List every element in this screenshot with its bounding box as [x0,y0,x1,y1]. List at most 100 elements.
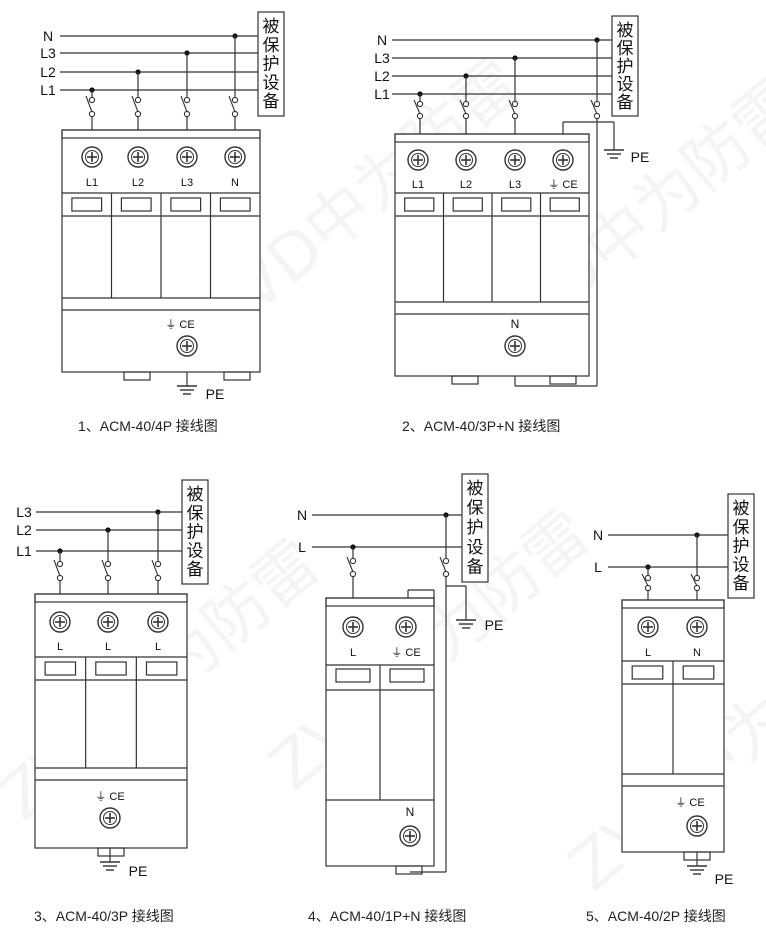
pe-label: PE [631,149,650,165]
terminal-screw-ring [508,153,522,167]
protected-equipment-label: 设 [733,555,750,574]
status-window [44,661,77,676]
earth-ce-mark: ⏚ CE [165,318,194,331]
terminal-screw-ring [228,150,242,164]
breaker-contact [462,112,470,120]
status-window [145,661,178,676]
breaker-blade [459,99,467,115]
breaker-contact [593,100,601,108]
terminal-screw-ring [690,819,704,833]
terminal-screw-ring [403,829,417,843]
earth-ce-mark: ⏚ CE [95,790,124,803]
terminal-screw-ring [556,153,570,167]
breaker-blade [101,559,109,577]
line-label: L2 [374,68,390,84]
status-window [219,197,251,212]
protected-equipment-label: 护 [733,537,750,556]
protected-equipment-label: 保 [467,499,484,518]
din-clip [395,865,423,875]
breaker-contact [134,110,142,118]
terminal-screw-ring [53,615,67,629]
status-window [631,665,664,680]
breaker-contact [88,110,96,118]
line-label: L3 [40,45,56,61]
terminal-label: L2 [132,177,144,189]
line-label: N [297,507,307,523]
line-label: L1 [374,86,390,102]
terminal-screw-ring [103,811,117,825]
status-window [549,197,580,212]
protected-equipment-label: 护 [263,55,280,74]
status-window [501,197,532,212]
status-window [95,661,127,676]
protected-equipment-label: 被 [467,479,484,498]
breaker-contact [693,584,701,592]
terminal-label: L2 [460,179,472,191]
breaker-contact [154,560,162,568]
spd-top-cap [61,129,261,139]
terminal-label: ⏚ CE [391,646,420,659]
protected-equipment-label: 保 [733,518,750,537]
protected-equipment-label: 设 [617,75,634,94]
protected-equipment-label: 备 [263,92,280,111]
terminal-screw-ring [508,339,522,353]
protected-equipment-label: 护 [617,57,634,76]
breaker-contact [56,560,64,568]
caption-3: 3、ACM-40/3P 接线图 [34,908,174,924]
spd-top-cap [325,597,435,607]
protected-equipment-label: 备 [467,557,484,576]
protected-equipment-label: 护 [187,523,204,542]
breaker-contact [462,100,470,108]
caption-1: 1、ACM-40/4P 接线图 [78,418,218,434]
breaker-blade [439,556,447,573]
terminal-screw-ring [459,153,473,167]
spd-top-cap [34,593,188,603]
breaker-blade [131,95,139,113]
breaker-blade [85,95,93,113]
breaker-blade [180,95,188,113]
breaker-contact [442,557,450,565]
din-clip [223,371,251,381]
terminal-label: L3 [181,177,193,189]
breaker-blade [641,573,649,587]
protected-equipment-label: 备 [733,574,750,593]
breaker-blade [508,99,516,115]
pe-label: PE [485,617,504,633]
terminal-label: L [350,647,356,659]
breaker-contact [104,574,112,582]
spd-top-cap [394,133,590,143]
line-label: N [593,527,603,543]
line-label: N [43,28,53,44]
status-window [404,197,435,212]
line-label: L3 [374,50,390,66]
breaker-contact [183,96,191,104]
line-label: N [377,32,387,48]
breaker-contact [88,96,96,104]
protected-equipment-label: 被 [187,485,204,504]
din-clip [549,375,577,385]
breaker-blade [590,99,598,115]
earth-ce-mark: ⏚ CE [675,796,704,809]
line-label: L1 [16,543,32,559]
breaker-blade [151,559,159,577]
protected-equipment-label: 设 [187,541,204,560]
protected-equipment-label: 被 [617,21,634,40]
terminal-label: N [231,177,239,189]
breaker-contact [644,584,652,592]
status-window [71,197,103,212]
terminal-label: N [693,647,701,659]
breaker-contact [644,574,652,582]
terminal-screw-ring [151,615,165,629]
breaker-blade [228,95,236,113]
breaker-contact [511,100,519,108]
status-window [120,197,152,212]
breaker-contact [231,110,239,118]
breaker-contact [442,570,450,578]
terminal-label: N [511,317,520,331]
line-label: L [298,539,306,555]
pe-label: PE [129,863,148,879]
protected-equipment-box [257,11,285,117]
protected-equipment-label: 保 [263,36,280,55]
caption-2: 2、ACM-40/3P+N 接线图 [402,418,561,434]
